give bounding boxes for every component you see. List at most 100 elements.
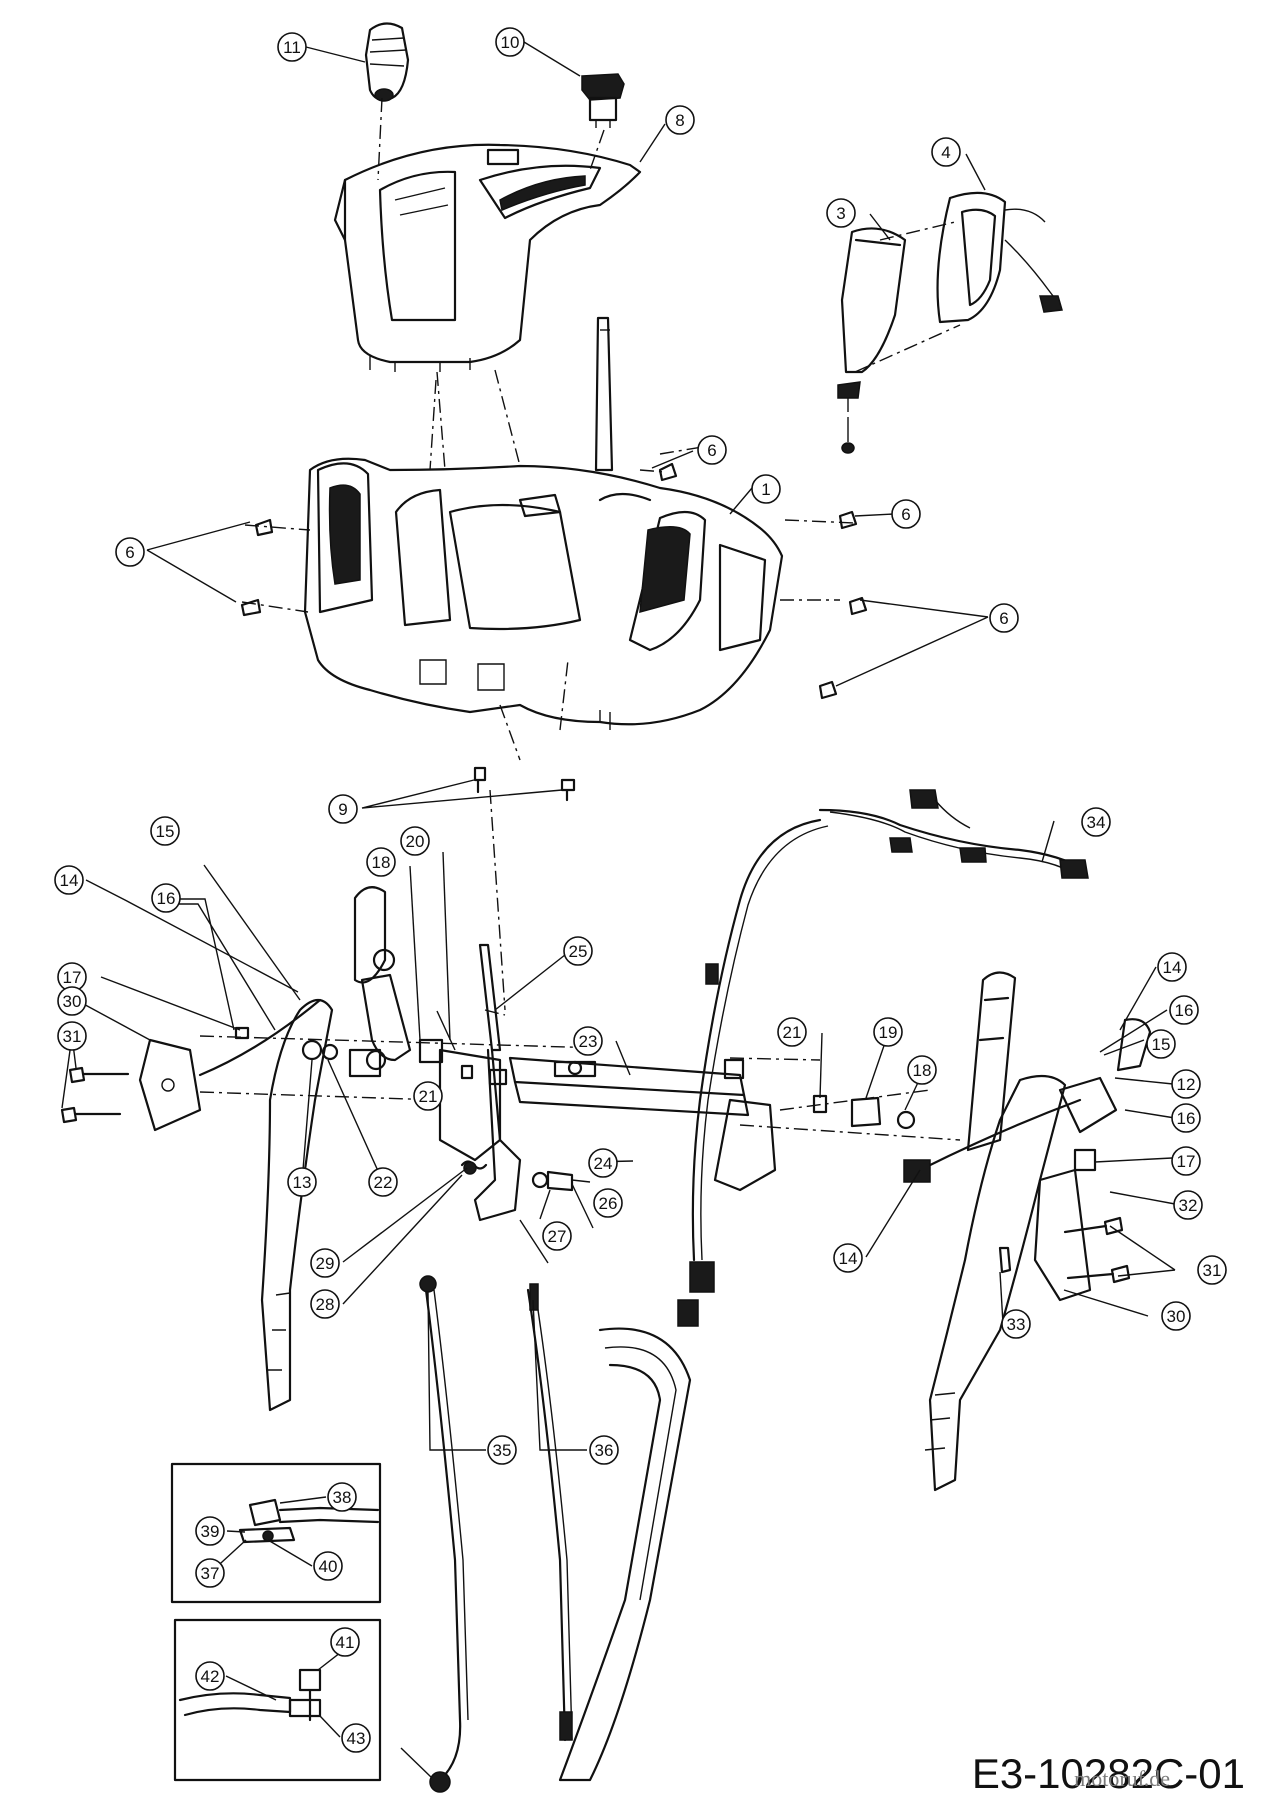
svg-text:20: 20 <box>406 832 425 851</box>
svg-text:42: 42 <box>201 1667 220 1686</box>
right-grip-post <box>966 971 1017 1152</box>
part-25-shift-lever <box>473 943 522 1222</box>
svg-text:3: 3 <box>836 204 845 223</box>
svg-text:21: 21 <box>419 1087 438 1106</box>
svg-text:15: 15 <box>156 822 175 841</box>
callout-17-right: 17 <box>1171 1146 1201 1176</box>
svg-text:19: 19 <box>879 1023 898 1042</box>
callout-18-right: 18 <box>907 1055 937 1085</box>
callout-16-right-top: 16 <box>1169 995 1199 1025</box>
callout-31-left: 31 <box>57 1021 87 1051</box>
callout-8: 8 <box>665 105 695 135</box>
svg-text:23: 23 <box>579 1032 598 1051</box>
callout-21-right: 21 <box>777 1017 807 1047</box>
callout-43: 43 <box>341 1723 371 1753</box>
svg-text:6: 6 <box>901 505 910 524</box>
svg-text:22: 22 <box>374 1173 393 1192</box>
callout-leaders <box>61 41 1176 1779</box>
callout-41: 41 <box>330 1627 360 1657</box>
callout-33: 33 <box>1001 1309 1031 1339</box>
callout-30-right: 30 <box>1161 1301 1191 1331</box>
svg-text:25: 25 <box>569 942 588 961</box>
svg-text:6: 6 <box>125 543 134 562</box>
callout-3: 3 <box>826 198 856 228</box>
svg-text:16: 16 <box>1177 1109 1196 1128</box>
callout-31-right: 31 <box>1197 1255 1227 1285</box>
callout-24: 24 <box>588 1148 618 1178</box>
svg-text:34: 34 <box>1087 813 1106 832</box>
part-4-side-housing <box>936 191 1063 324</box>
callout-14-right: 14 <box>833 1243 863 1273</box>
part-12-32-right-lever <box>903 1018 1152 1183</box>
right-handle <box>924 1074 1067 1492</box>
callout-15-right: 15 <box>1146 1029 1176 1059</box>
svg-text:28: 28 <box>316 1295 335 1314</box>
part-26-27-pin-washer <box>531 1170 591 1192</box>
callout-1: 1 <box>751 474 781 504</box>
svg-text:14: 14 <box>60 871 79 890</box>
svg-text:32: 32 <box>1179 1196 1198 1215</box>
callout-12: 12 <box>1171 1069 1201 1099</box>
callout-19: 19 <box>873 1017 903 1047</box>
svg-text:33: 33 <box>1007 1315 1026 1334</box>
callout-36: 36 <box>589 1435 619 1465</box>
watermark-suffix: .de <box>1144 1766 1170 1791</box>
chute-handle-curve <box>558 1327 692 1782</box>
svg-text:16: 16 <box>1175 1001 1194 1020</box>
svg-text:8: 8 <box>675 111 684 130</box>
svg-text:15: 15 <box>1152 1035 1171 1054</box>
callout-16-right: 16 <box>1171 1103 1201 1133</box>
callout-4: 4 <box>931 137 961 167</box>
svg-text:1: 1 <box>761 480 770 499</box>
svg-text:21: 21 <box>783 1023 802 1042</box>
callout-10: 10 <box>495 27 525 57</box>
right-control-cable <box>677 818 829 1327</box>
callout-21-left: 21 <box>413 1081 443 1111</box>
watermark: motoruf <box>1074 1766 1146 1791</box>
part-10-switch <box>581 73 625 128</box>
callout-18-left: 18 <box>366 847 396 877</box>
svg-text:4: 4 <box>941 143 950 162</box>
part-6-screws <box>240 462 868 700</box>
callout-6-right: 6 <box>989 603 1019 633</box>
callout-29: 29 <box>310 1248 340 1278</box>
callout-6-right-top: 6 <box>891 499 921 529</box>
svg-text:35: 35 <box>493 1441 512 1460</box>
svg-text:17: 17 <box>1177 1152 1196 1171</box>
svg-text:10: 10 <box>501 33 520 52</box>
part-36-control-rod <box>526 1283 573 1742</box>
part-30-left-bracket <box>138 1038 202 1132</box>
callout-15-left: 15 <box>150 816 180 846</box>
svg-text:30: 30 <box>1167 1307 1186 1326</box>
svg-text:16: 16 <box>157 889 176 908</box>
part-28-29-spring <box>460 1160 488 1175</box>
svg-text:31: 31 <box>1203 1261 1222 1280</box>
callout-40: 40 <box>313 1551 343 1581</box>
callout-42: 42 <box>195 1661 225 1691</box>
part-31-left-bolts <box>60 1066 130 1124</box>
svg-text:13: 13 <box>293 1173 312 1192</box>
callout-9: 9 <box>328 794 358 824</box>
svg-text:17: 17 <box>63 968 82 987</box>
callout-20: 20 <box>400 826 430 856</box>
callout-35: 35 <box>487 1435 517 1465</box>
svg-text:36: 36 <box>595 1441 614 1460</box>
part-30-right-bracket <box>1033 1168 1092 1302</box>
part-33-pin <box>998 1246 1012 1274</box>
part-9-screws <box>473 766 576 802</box>
callout-16-left: 16 <box>151 883 181 913</box>
callout-14-left: 14 <box>54 865 84 895</box>
svg-text:6: 6 <box>707 441 716 460</box>
left-grip-post <box>353 886 412 1062</box>
svg-text:41: 41 <box>336 1633 355 1652</box>
part-34-wiring-harness <box>818 789 1089 879</box>
svg-text:9: 9 <box>338 800 347 819</box>
callout-32: 32 <box>1173 1190 1203 1220</box>
callout-14-right-top: 14 <box>1157 952 1187 982</box>
left-cable-bracket <box>198 998 387 1078</box>
callout-6-top: 6 <box>697 435 727 465</box>
svg-text:30: 30 <box>63 992 82 1011</box>
callout-39: 39 <box>195 1516 225 1546</box>
drawing-number: E3-10282C-01 <box>972 1750 1245 1797</box>
